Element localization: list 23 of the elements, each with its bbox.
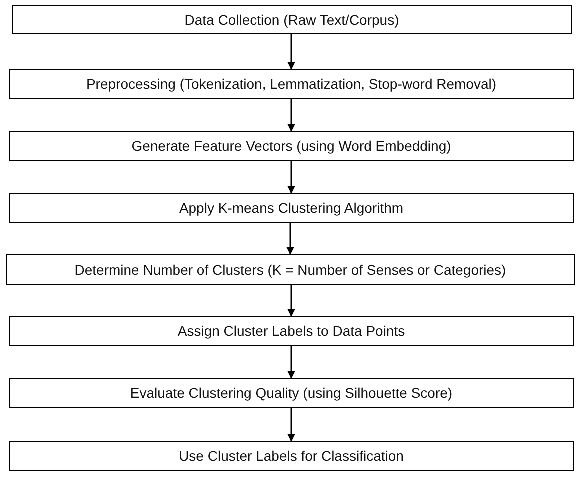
process-box <box>9 378 574 408</box>
arrow <box>288 285 296 317</box>
arrow <box>288 161 296 194</box>
step-text: Apply K-means Clustering Algorithm <box>179 200 404 216</box>
process-box <box>6 254 575 285</box>
arrow <box>288 346 296 379</box>
process-box <box>9 193 574 223</box>
arrow <box>288 34 296 70</box>
process-box <box>12 5 572 34</box>
step-text: Preprocessing (Tokenization, Lemmatization, Stop-word Removal) <box>86 76 497 92</box>
arrow <box>286 223 294 255</box>
arrow <box>288 408 296 442</box>
step-text: Evaluate Clustering Quality (using Silhouette Score) <box>130 385 453 401</box>
process-box <box>9 69 574 99</box>
process-box <box>9 316 574 346</box>
step-text: Determine Number of Clusters (K = Number of Senses or Categories) <box>74 262 506 278</box>
step-text: Assign Cluster Labels to Data Points <box>178 323 406 339</box>
process-box <box>9 441 574 471</box>
process-box <box>9 131 574 161</box>
arrow <box>288 99 296 132</box>
step-text: Use Cluster Labels for Classification <box>179 448 404 464</box>
step-text: Data Collection (Raw Text/Corpus) <box>184 12 400 28</box>
step-text: Generate Feature Vectors (using Word Embedding) <box>132 138 452 154</box>
